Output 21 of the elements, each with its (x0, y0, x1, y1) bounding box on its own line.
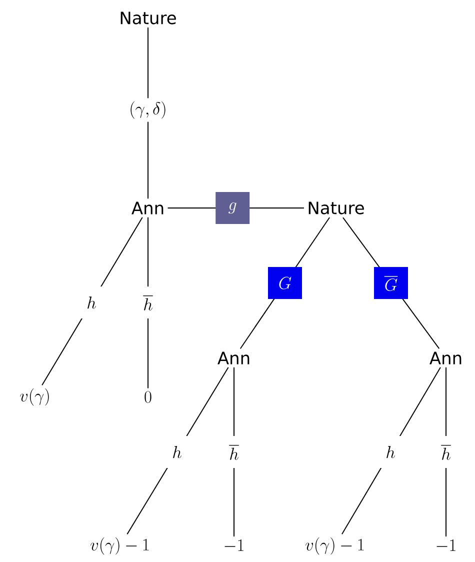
player-label: Ann (132, 202, 164, 214)
edge-label: $\overline{h}$ (429, 436, 463, 468)
player-label: Nature (120, 12, 176, 24)
edge-label: $\overline{h}$ (131, 286, 165, 318)
player-label: Nature (308, 202, 364, 214)
edge-label: $\overline{h}$ (217, 436, 251, 468)
player-label: Ann (430, 352, 462, 364)
action-box: $\overline{G}$ (374, 267, 408, 299)
payoff-label: $0$ (144, 391, 152, 403)
payoff-label: $-1$ (436, 539, 456, 551)
edge-label: $h$ (74, 286, 108, 318)
payoff-label: $v(\gamma)$ (20, 388, 49, 406)
formula-text: $(\gamma, \delta)$ (130, 101, 166, 119)
edge-label: $h$ (160, 436, 194, 468)
payoff-label: $v(\gamma) - 1$ (306, 537, 364, 555)
payoff-label: $v(\gamma) - 1$ (90, 537, 149, 555)
payoff-label: $-1$ (224, 539, 244, 551)
action-box: $G$ (268, 267, 302, 299)
action-box: $g$ (216, 192, 250, 224)
edge-label: $h$ (374, 436, 408, 468)
player-label: Ann (218, 352, 250, 364)
